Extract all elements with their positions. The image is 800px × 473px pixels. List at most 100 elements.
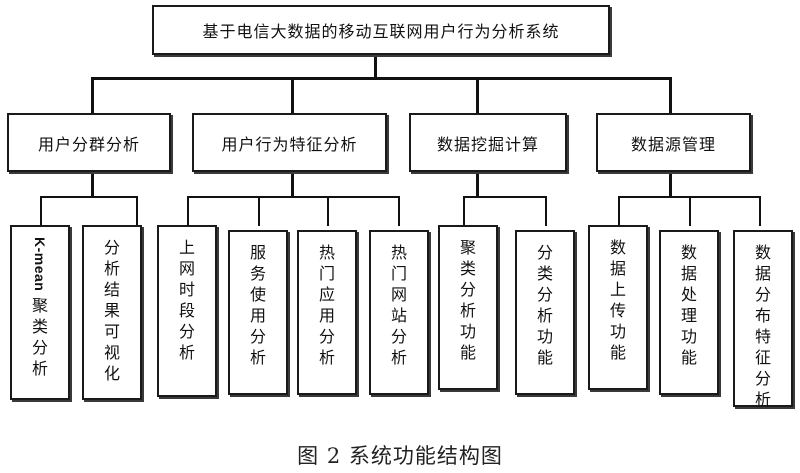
connector-child-kmean <box>40 196 42 226</box>
glyph: 上 <box>178 238 195 257</box>
connector-child-process <box>689 196 691 226</box>
glyph: 据 <box>754 264 771 283</box>
connector-child-time <box>187 196 189 226</box>
glyph: 传 <box>609 301 626 320</box>
glyph: 聚 <box>459 238 476 257</box>
glyph: 分 <box>754 369 771 388</box>
glyph: 聚 <box>31 296 48 316</box>
leaf-service-usage-label: 服务使用分析 <box>250 242 266 368</box>
glyph: 能 <box>459 343 476 362</box>
glyph: 热 <box>318 243 335 262</box>
leaf-data-distribution: 数据分布特征分析 <box>733 230 793 410</box>
glyph: 门 <box>318 264 335 283</box>
connector-behavior-down <box>291 171 294 197</box>
node-behavior: 用户行为特征分析 <box>192 113 387 172</box>
glyph: 理 <box>680 306 697 325</box>
glyph: 功 <box>680 327 697 346</box>
glyph: 视 <box>103 343 120 362</box>
leaf-result-visual-label: 分析结果可视化 <box>104 237 120 384</box>
glyph: 网 <box>178 259 195 278</box>
node-mining: 数据挖掘计算 <box>409 113 567 172</box>
glyph: 据 <box>680 264 697 283</box>
glyph: 析 <box>318 348 335 367</box>
node-datasource: 数据源管理 <box>596 113 751 172</box>
connector-child-visual <box>136 196 138 226</box>
connector-mining-down <box>476 171 479 197</box>
glyph: 结 <box>103 280 120 299</box>
glyph: 类 <box>31 317 48 337</box>
glyph: 分 <box>318 327 335 346</box>
leaf-cluster-function: 聚类分析功能 <box>438 225 498 390</box>
glyph: 数 <box>754 243 771 262</box>
glyph: 使 <box>249 285 266 304</box>
glyph: 务 <box>249 264 266 283</box>
connector-to-behavior <box>291 77 294 114</box>
leaf-data-distribution-label: 数据分布特征分析 <box>755 242 771 410</box>
node-datasource-label: 数据源管理 <box>630 134 716 154</box>
glyph: 类 <box>459 259 476 278</box>
glyph: 析 <box>103 259 120 278</box>
glyph: 分 <box>31 338 48 358</box>
leaf-hot-apps: 热门应用分析 <box>297 230 357 395</box>
leaf-data-process: 数据处理功能 <box>659 230 719 395</box>
leaf-online-time-label: 上网时段分析 <box>179 237 195 363</box>
connector-user-cluster-down <box>91 171 94 197</box>
glyph: 应 <box>318 285 335 304</box>
connector-child-service <box>258 196 260 226</box>
connector-mining-bus <box>463 196 547 198</box>
node-user-cluster: 用户分群分析 <box>7 113 171 172</box>
node-user-cluster-label: 用户分群分析 <box>37 134 140 154</box>
glyph: 功 <box>609 322 626 341</box>
glyph: 站 <box>390 306 407 325</box>
glyph: 用 <box>318 306 335 325</box>
glyph: 特 <box>754 327 771 346</box>
latin-run: K-mean <box>31 237 48 292</box>
glyph: 析 <box>178 343 195 362</box>
leaf-classify-function: 分类分析功能 <box>515 230 575 395</box>
glyph: 分 <box>178 322 195 341</box>
connector-user-cluster-bus <box>40 196 138 198</box>
glyph: 能 <box>609 343 626 362</box>
glyph: 分 <box>536 243 553 262</box>
glyph: 析 <box>536 306 553 325</box>
connector-child-cluster <box>463 196 465 226</box>
glyph: 类 <box>536 264 553 283</box>
leaf-classify-function-label: 分类分析功能 <box>537 242 553 368</box>
node-behavior-label: 用户行为特征分析 <box>221 134 358 154</box>
glyph: 时 <box>178 280 195 299</box>
connector-level1-bus <box>91 77 671 80</box>
glyph: 析 <box>249 348 266 367</box>
root-node-label: 基于电信大数据的移动互联网用户行为分析系统 <box>202 22 560 41</box>
glyph: 分 <box>390 327 407 346</box>
glyph: 处 <box>680 285 697 304</box>
connector-child-app <box>327 196 329 226</box>
connector-root-down <box>374 54 377 78</box>
node-mining-label: 数据挖掘计算 <box>436 134 539 154</box>
leaf-result-visual: 分析结果可视化 <box>82 225 142 400</box>
glyph: 化 <box>103 364 120 383</box>
leaf-service-usage: 服务使用分析 <box>228 230 288 395</box>
leaf-hot-sites-label: 热门网站分析 <box>391 242 407 368</box>
glyph: 热 <box>390 243 407 262</box>
glyph: 析 <box>754 390 771 409</box>
glyph: 布 <box>754 306 771 325</box>
leaf-data-upload-label: 数据上传功能 <box>610 237 626 363</box>
connector-datasource-down <box>669 171 672 197</box>
connector-to-datasource <box>669 77 672 114</box>
root-node: 基于电信大数据的移动互联网用户行为分析系统 <box>152 5 610 55</box>
connector-to-mining <box>476 77 479 114</box>
glyph: 分 <box>103 238 120 257</box>
glyph: 分 <box>249 327 266 346</box>
connector-child-distribution <box>759 196 761 226</box>
leaf-online-time: 上网时段分析 <box>157 225 217 397</box>
connector-child-classify <box>545 196 547 226</box>
glyph: 网 <box>390 285 407 304</box>
glyph: 析 <box>390 348 407 367</box>
glyph: 据 <box>609 259 626 278</box>
glyph: 析 <box>459 301 476 320</box>
leaf-cluster-function-label: 聚类分析功能 <box>460 237 476 363</box>
glyph: 分 <box>754 285 771 304</box>
